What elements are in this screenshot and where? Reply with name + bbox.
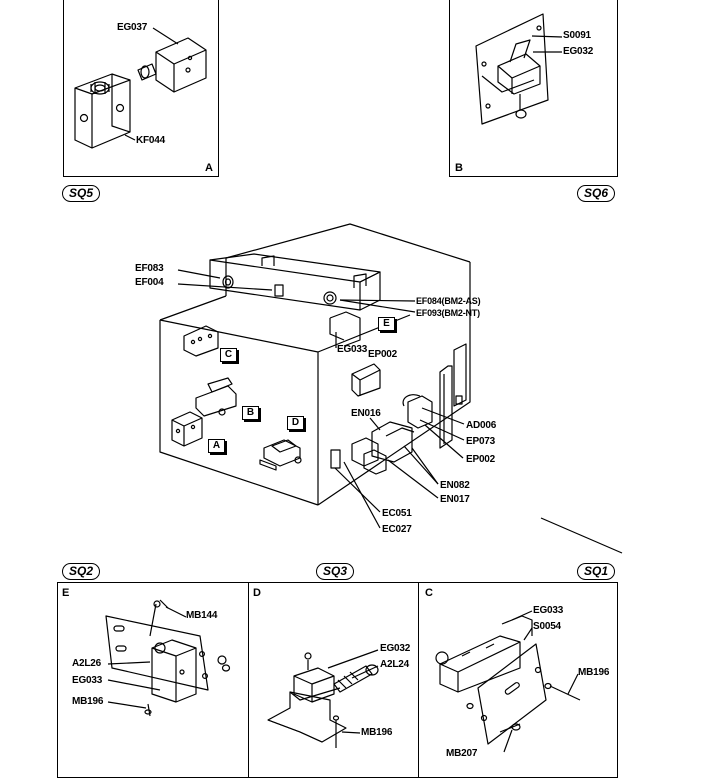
label-mb196-e: MB196 (72, 696, 104, 707)
label-mb144: MB144 (186, 610, 218, 621)
panel-a-letter: A (205, 162, 213, 174)
sq5-badge: SQ5 (62, 185, 100, 202)
panel-d-drawing (267, 649, 379, 748)
label-s0054: S0054 (533, 621, 561, 632)
label-ep073: EP073 (466, 436, 496, 447)
label-ef084: EF084(BM2-AS) (416, 296, 481, 306)
label-en016: EN016 (351, 408, 381, 419)
label-mb196-d: MB196 (361, 727, 393, 738)
panel-b-frame (449, 0, 618, 177)
tag-b: B (242, 406, 259, 420)
panel-b-drawing (475, 13, 563, 125)
label-ec051: EC051 (382, 508, 412, 519)
label-ef004: EF004 (135, 277, 164, 288)
label-en017: EN017 (440, 494, 470, 505)
panel-e-letter: E (62, 587, 70, 599)
label-en082: EN082 (440, 480, 470, 491)
panel-c-drawing (435, 610, 581, 753)
label-s0091: S0091 (563, 30, 591, 41)
label-ef083: EF083 (135, 263, 164, 274)
cabinet-drawing (159, 223, 623, 554)
panel-d-letter: D (253, 587, 261, 599)
sq2-badge: SQ2 (62, 563, 100, 580)
label-eg032-d: EG032 (380, 643, 411, 654)
label-kf044: KF044 (136, 135, 166, 146)
label-mb196-c: MB196 (578, 667, 610, 678)
label-eg032-b: EG032 (563, 46, 594, 57)
label-mb207: MB207 (446, 748, 478, 759)
tag-c: C (220, 348, 237, 362)
divider-e-d (248, 582, 249, 778)
sq1-badge: SQ1 (577, 563, 615, 580)
label-ec027: EC027 (382, 524, 412, 535)
label-a2l24: A2L24 (380, 659, 410, 670)
panel-b-letter: B (455, 162, 463, 174)
sq3-badge: SQ3 (316, 563, 354, 580)
label-ad006: AD006 (466, 420, 497, 431)
label-eg033-e: EG033 (72, 675, 103, 686)
label-eg033-main: EG033 (337, 344, 368, 355)
tag-a: A (208, 439, 225, 453)
tag-d: D (287, 416, 304, 430)
label-a2l26: A2L26 (72, 658, 102, 669)
label-ep002-top: EP002 (368, 349, 398, 360)
tag-e: E (378, 317, 395, 331)
panel-e-drawing (105, 599, 231, 717)
sq6-badge: SQ6 (577, 185, 615, 202)
label-ef093: EF093(BM2-NT) (416, 308, 480, 318)
label-eg033-c: EG033 (533, 605, 564, 616)
panel-c-letter: C (425, 587, 433, 599)
label-eg037: EG037 (117, 22, 148, 33)
panel-a-frame (63, 0, 219, 177)
divider-d-c (418, 582, 419, 778)
label-ep002-bottom: EP002 (466, 454, 496, 465)
panel-a-drawing (74, 27, 207, 149)
